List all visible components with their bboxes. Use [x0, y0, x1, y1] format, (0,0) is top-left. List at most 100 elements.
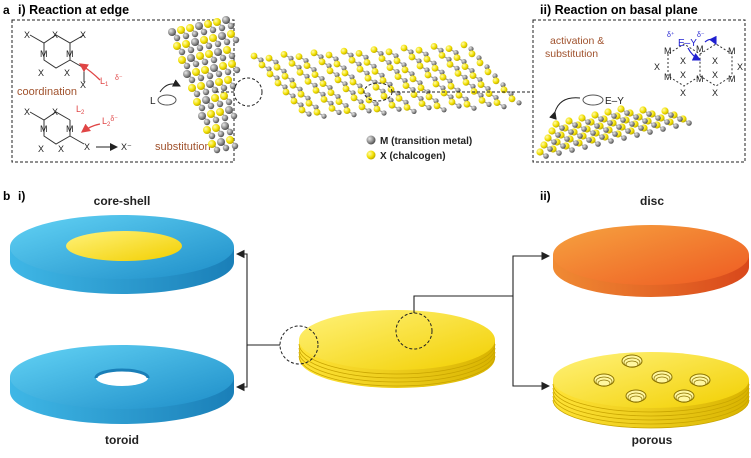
pore-ring: [625, 360, 639, 368]
metal-atom: [577, 133, 583, 139]
metal-atom: [348, 52, 354, 58]
chalcogen-atom: [310, 49, 318, 57]
chalcogen-atom: [425, 93, 433, 101]
atom-x: X: [38, 144, 44, 154]
atom-m: M: [664, 46, 672, 56]
atom-x: X: [64, 68, 70, 78]
arrow-to-porous: [512, 296, 551, 391]
chalcogen-atom: [173, 42, 181, 50]
chalcogen-atom: [216, 108, 224, 116]
metal-atom: [195, 22, 203, 30]
chalcogen-legend-marker: [366, 150, 376, 160]
basal-reaction-box: [532, 19, 746, 163]
substitution-arrow: [80, 123, 101, 133]
chalcogen-atom: [289, 81, 297, 89]
chalcogen-atom: [418, 100, 426, 107]
chalcogen-legend-label: X (chalcogen): [380, 151, 446, 162]
metal-atom: [356, 61, 362, 67]
atom-m: M: [66, 49, 74, 59]
pore-ring: [597, 379, 611, 387]
metal-atom: [213, 146, 221, 154]
chalcogen-atom: [552, 120, 560, 128]
atom-x: X: [80, 80, 86, 90]
metal-atom: [215, 70, 223, 78]
chalcogen-atom: [431, 64, 439, 72]
metal-atom: [594, 123, 600, 129]
chalcogen-atom: [536, 148, 544, 156]
metal-atom: [470, 83, 476, 89]
atom-x: X: [712, 88, 718, 98]
chalcogen-atom: [424, 71, 432, 79]
chalcogen-atom: [297, 90, 305, 98]
metal-atom: [634, 132, 640, 138]
atom-x: X: [84, 142, 90, 152]
chalcogen-atom: [219, 62, 227, 70]
chalcogen-atom: [212, 124, 220, 132]
chalcogen-atom: [438, 52, 446, 59]
chalcogen-atom: [393, 57, 401, 65]
chalcogen-atom: [394, 73, 402, 80]
metal-atom: [229, 82, 237, 90]
metal-atom: [651, 122, 657, 128]
metal-atom: [343, 103, 349, 109]
chalcogen-atom: [341, 69, 349, 77]
chalcogen-atom: [296, 69, 304, 76]
electrophile-orbital: [582, 94, 604, 106]
atom-x: X: [24, 30, 30, 40]
chalcogen-atom: [211, 94, 219, 102]
arrow-to-core-shell: [235, 249, 280, 346]
metal-atom: [478, 92, 484, 98]
chalcogen-atom: [385, 48, 393, 56]
arrow-to-toroid: [235, 345, 248, 392]
metal-atom: [393, 53, 399, 59]
chalcogen-atom: [258, 61, 266, 69]
chalcogen-atom: [463, 100, 471, 108]
metal-atom: [303, 58, 309, 64]
chalcogen-atom: [416, 62, 424, 70]
metal-atom: [673, 123, 679, 129]
chalcogen-atom: [476, 59, 484, 67]
metal-atom: [349, 74, 355, 80]
metal-atom: [431, 60, 437, 66]
metal-atom: [411, 108, 417, 114]
coordination-label: coordination: [17, 86, 77, 98]
substitution-label: substitution: [155, 141, 211, 153]
metal-atom: [624, 110, 630, 116]
metal-atom: [206, 80, 214, 88]
metal-atom: [313, 104, 319, 110]
metal-atom: [568, 129, 574, 135]
core-shell-disc: [10, 215, 234, 294]
metal-atom: [611, 113, 617, 119]
metal-atom: [556, 150, 562, 156]
chalcogen-atom: [661, 107, 669, 115]
metal-atom: [183, 70, 191, 78]
metal-atom: [217, 138, 225, 146]
metal-atom: [218, 32, 226, 40]
chalcogen-atom: [484, 68, 492, 76]
atom-m: M: [40, 49, 48, 59]
metal-atom: [205, 42, 213, 50]
metal-atom: [319, 76, 325, 82]
metal-atom: [629, 121, 635, 127]
chalcogen-atom: [265, 54, 273, 62]
chalcogen-atom: [357, 87, 365, 95]
metal-atom: [423, 51, 429, 57]
panel-b-left-label: i): [18, 189, 25, 203]
metal-legend-marker: [366, 135, 376, 145]
metal-atom: [607, 120, 613, 126]
metal-atom: [646, 111, 652, 117]
metal-atom: [203, 118, 211, 126]
chalcogen-atom: [303, 62, 311, 69]
chalcogen-atom: [290, 97, 298, 105]
chalcogen-atom: [200, 36, 208, 44]
chalcogen-atom: [305, 99, 313, 107]
metal-atom: [351, 112, 357, 118]
basal-activation-arrow: [687, 47, 702, 61]
chalcogen-atom: [281, 72, 289, 80]
chalcogen-atom: [544, 134, 552, 142]
atom-x: X: [654, 62, 660, 72]
chalcogen-atom: [280, 51, 288, 58]
toroid-hole: [96, 370, 148, 386]
metal-atom: [547, 146, 553, 152]
chalcogen-atom: [320, 96, 328, 103]
